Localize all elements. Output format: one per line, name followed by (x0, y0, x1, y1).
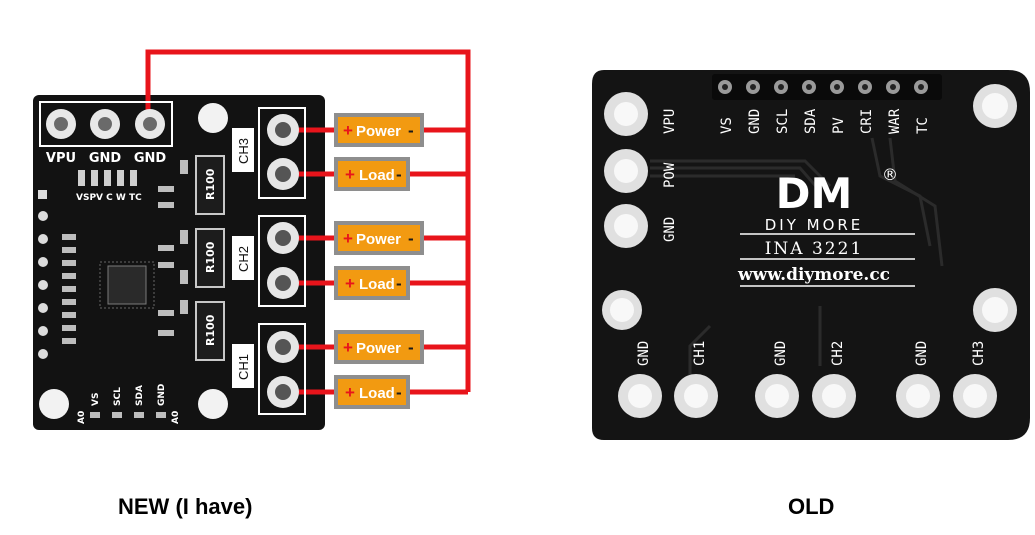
bottom-pin-vs: VS (91, 393, 101, 406)
right-mounting-holes (973, 84, 1017, 332)
top-header-frame (39, 101, 173, 147)
bottom-pin-gnd-1: GND (636, 341, 652, 366)
bottom-pin-holes (618, 374, 997, 418)
top-pin-vs: VS (719, 117, 735, 134)
new-board-photo: VPU GND GND VSPV C W TC (33, 49, 471, 430)
channel-label-ch3: CH3 (236, 138, 251, 164)
svg-text:Load: Load (359, 276, 395, 293)
top-header-pins (712, 74, 942, 100)
top-pin-label-1: VPU (46, 151, 76, 166)
brand-name: DIY MORE (765, 216, 864, 234)
tag-load-ch1: + Load - (334, 375, 410, 409)
shunt-resistors (195, 155, 225, 361)
old-board-photo: VS GND SCL SDA PV CRI WAR TC VPU POW GND… (592, 70, 1030, 440)
bottom-pin-gnd-2: GND (773, 341, 789, 366)
resistor-label-1: R100 (204, 168, 217, 200)
svg-text:Load: Load (359, 385, 395, 402)
top-pin-cri: CRI (859, 109, 875, 134)
top-header-holes (46, 109, 165, 139)
top-pin-war: WAR (887, 108, 903, 134)
wire-tags: + Power - + Load - + Power - + Load - + … (334, 113, 424, 409)
svg-text:-: - (396, 165, 402, 184)
svg-text:+: + (343, 338, 353, 357)
bottom-pin-sda: SDA (135, 385, 145, 406)
top-pin-scl: SCL (775, 109, 791, 134)
bottom-pin-a0-left: A0 (77, 411, 87, 424)
ina-chip (107, 265, 147, 305)
tag-load-ch3: + Load - (334, 157, 410, 191)
top-pin-gnd: GND (747, 109, 763, 134)
svg-text:Power: Power (356, 123, 401, 140)
left-pin-holes (602, 92, 648, 330)
status-leds (78, 170, 137, 186)
caption-old-board: OLD (788, 494, 835, 519)
bottom-pin-ch1: CH1 (692, 341, 708, 366)
smd-components (62, 160, 188, 344)
tag-power-ch1: + Power - (334, 330, 424, 364)
bottom-pin-scl: SCL (113, 387, 123, 406)
bottom-pin-gnd: GND (157, 384, 167, 406)
resistor-label-2: R100 (204, 241, 217, 273)
bottom-pads (90, 412, 166, 418)
tag-power-ch2: + Power - (334, 221, 424, 255)
mounting-holes (39, 103, 228, 419)
channel-label-ch2: CH2 (236, 246, 251, 272)
svg-text:-: - (408, 338, 414, 357)
pcb-traces (650, 137, 944, 386)
top-pin-pv: PV (831, 117, 847, 134)
top-pin-sda: SDA (803, 108, 819, 134)
channel-holes (267, 114, 299, 408)
top-pin-label-2: GND (89, 151, 122, 166)
chip-name: INA 3221 (765, 239, 864, 259)
channel-label-boxes (232, 128, 254, 388)
top-pin-label-3: GND (134, 151, 167, 166)
caption-new-board: NEW (I have) (118, 494, 253, 519)
left-pin-pow: POW (662, 162, 678, 188)
bottom-pin-a0-right: A0 (171, 411, 181, 424)
svg-text:Load: Load (359, 167, 395, 184)
bottom-pin-gnd-3: GND (914, 341, 930, 366)
left-pin-gnd: GND (662, 217, 678, 242)
left-pads (38, 190, 48, 359)
svg-text:Power: Power (356, 340, 401, 357)
resistor-label-3: R100 (204, 314, 217, 346)
svg-text:+: + (345, 274, 355, 293)
registered-mark: ® (882, 165, 898, 184)
channel-terminals (258, 107, 306, 415)
svg-text:+: + (345, 383, 355, 402)
svg-text:+: + (345, 165, 355, 184)
tag-power-ch3: + Power - (334, 113, 424, 147)
led-labels: VSPV C W TC (76, 193, 142, 203)
brand-logo: DM (776, 169, 853, 218)
bottom-pin-ch2: CH2 (830, 341, 846, 366)
svg-text:+: + (343, 121, 353, 140)
top-pin-tc: TC (915, 117, 931, 134)
left-pin-vpu: VPU (662, 109, 678, 134)
svg-text:Power: Power (356, 231, 401, 248)
svg-text:-: - (396, 274, 402, 293)
tag-load-ch2: + Load - (334, 266, 410, 300)
svg-text:-: - (408, 229, 414, 248)
brand-url: www.diymore.cc (737, 265, 890, 285)
channel-label-ch1: CH1 (236, 354, 251, 380)
bottom-pin-ch3: CH3 (971, 341, 987, 366)
svg-text:-: - (396, 383, 402, 402)
svg-text:-: - (408, 121, 414, 140)
svg-text:+: + (343, 229, 353, 248)
